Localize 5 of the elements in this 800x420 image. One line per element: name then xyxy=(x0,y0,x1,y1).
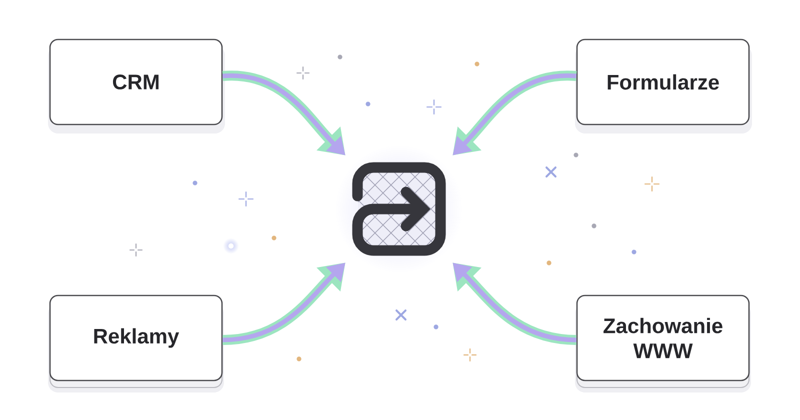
source-box: Reklamy xyxy=(48,294,224,392)
source-box: CRM xyxy=(48,38,225,134)
source-box: Formularze xyxy=(575,38,752,134)
arrow-square-icon xyxy=(352,162,446,256)
source-box: Zachowanie WWW xyxy=(575,294,751,392)
